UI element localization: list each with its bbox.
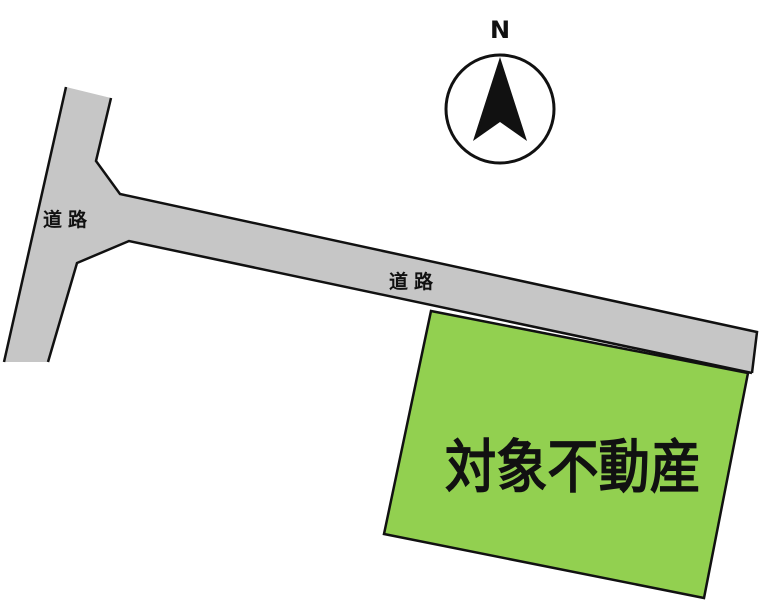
road-label-horizontal: 道路 [389, 270, 439, 293]
road-area [4, 87, 757, 373]
property-parcel [382, 309, 750, 600]
road-edge-inner [94, 97, 759, 374]
north-label: N [490, 16, 510, 44]
road-label-vertical: 道路 [43, 208, 93, 231]
road-edge-lower [46, 239, 753, 375]
road-edge-outer [2, 86, 68, 363]
property-label: 対象不動産 [445, 433, 701, 501]
north-arrow-icon [444, 53, 556, 165]
